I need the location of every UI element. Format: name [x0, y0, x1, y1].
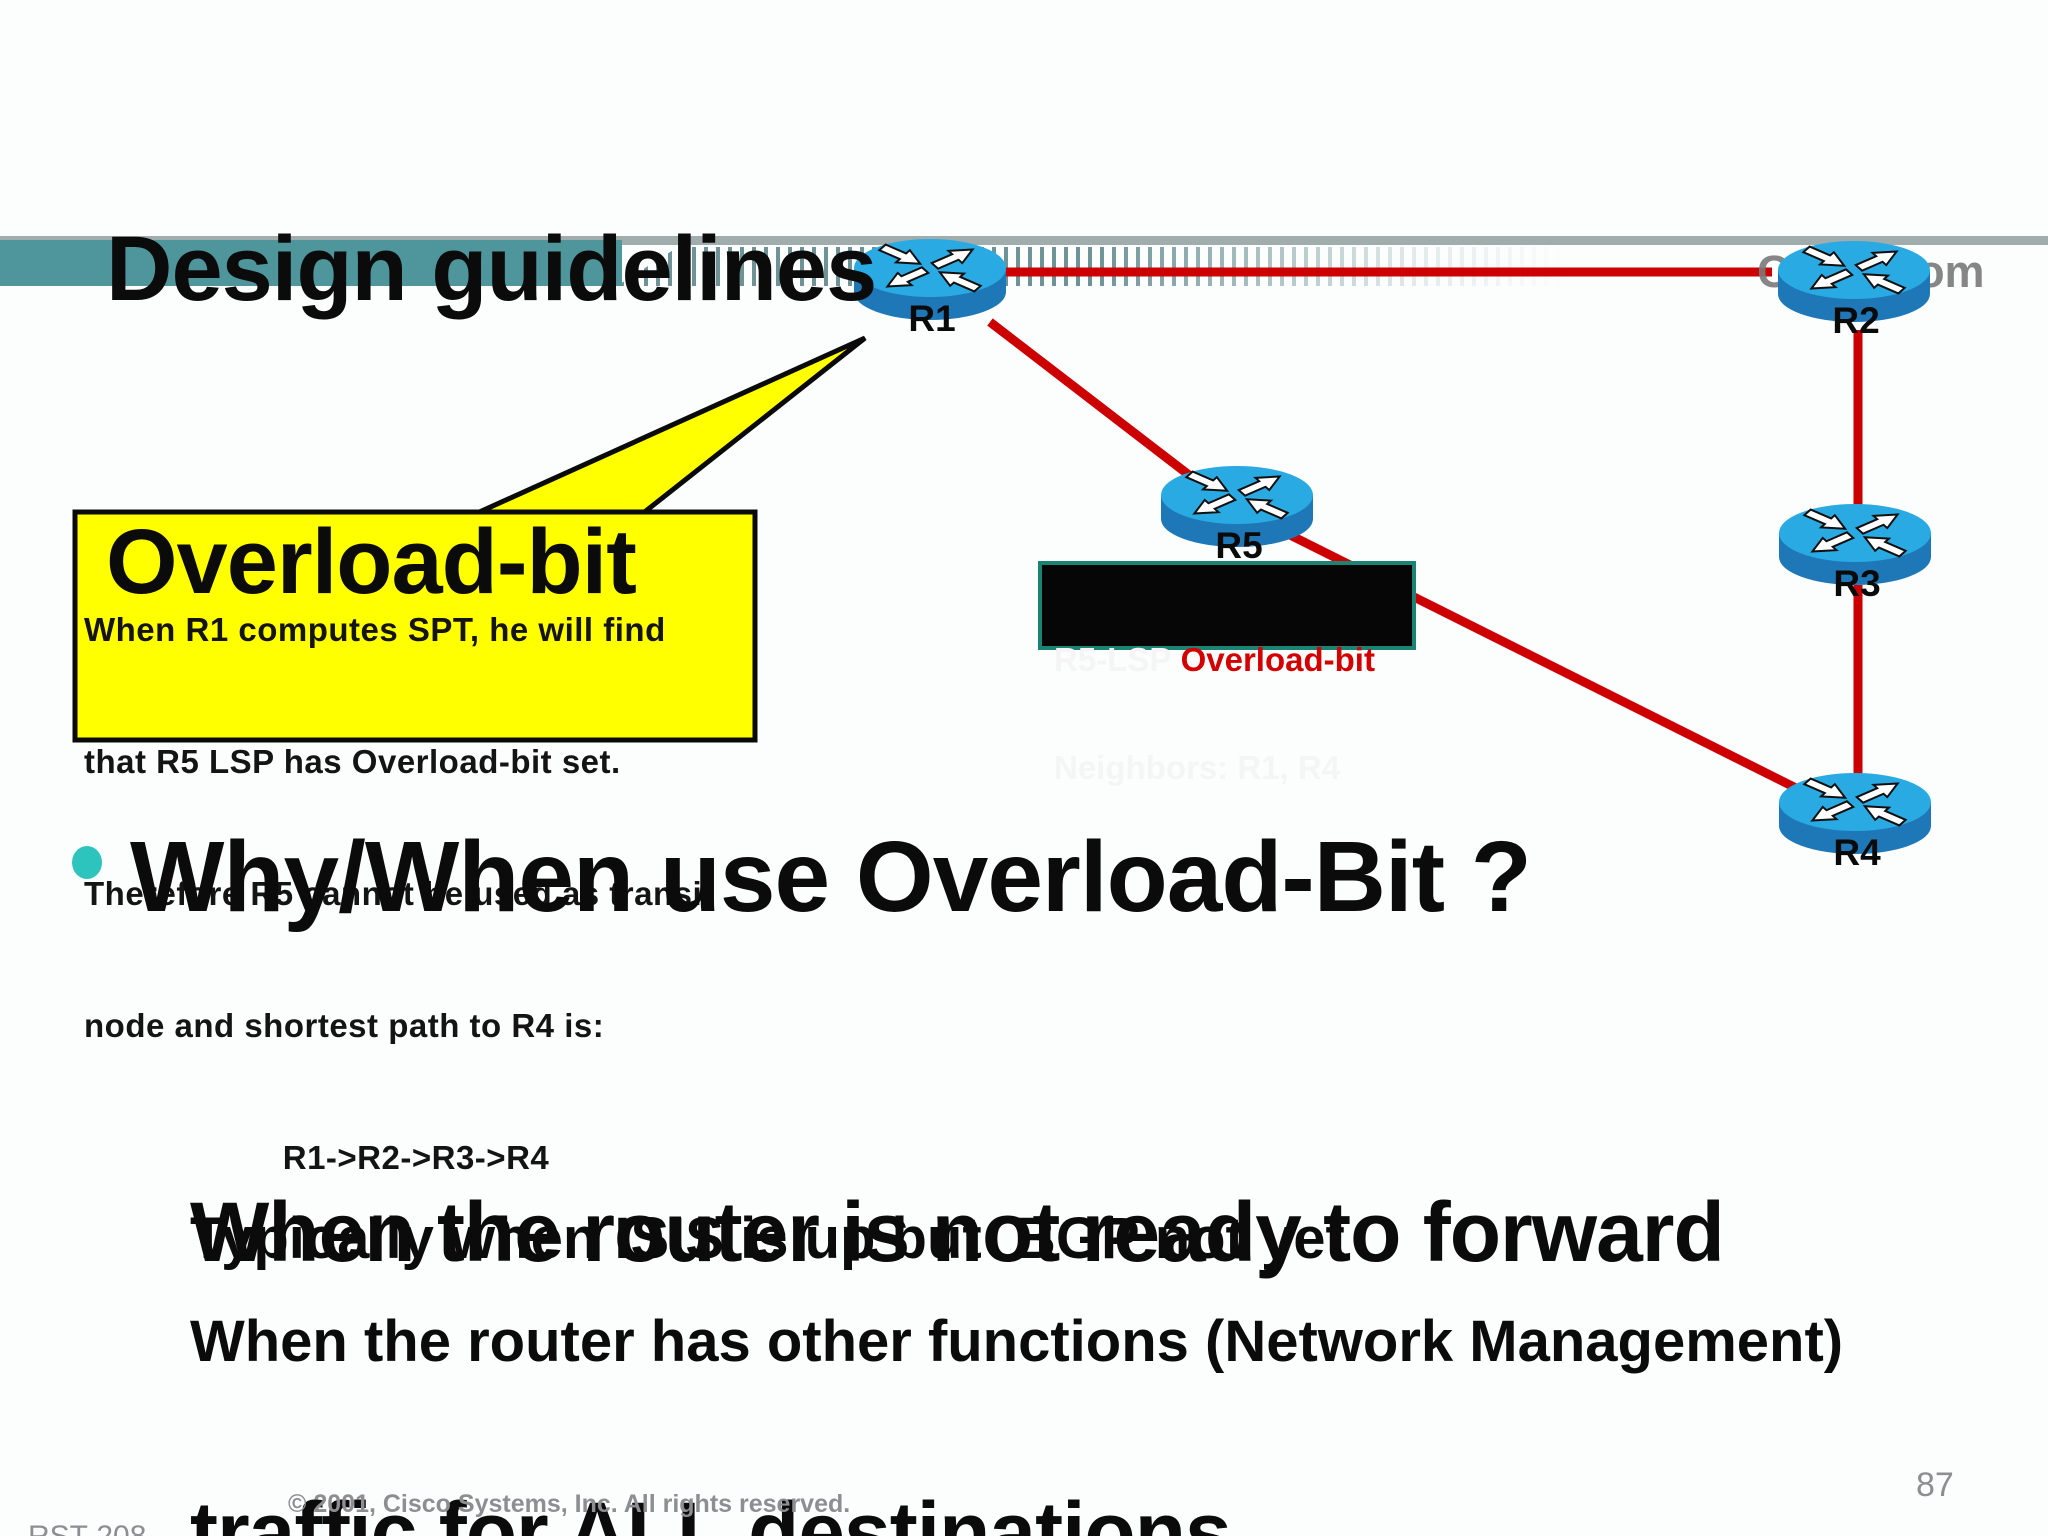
router-label-r3: R3: [1833, 563, 1880, 604]
callout-text: When R1 computes SPT, he will find that …: [84, 520, 748, 1268]
callout-line: node and shortest path to R4 is:: [84, 1007, 605, 1044]
callout-box: [72, 509, 758, 743]
router-label-r1: R1: [908, 298, 955, 339]
bullet-sub3: When the router has other functions (Net…: [190, 1309, 1844, 1374]
router-label-r5: R5: [1215, 525, 1262, 566]
bullet-icon: [72, 846, 102, 879]
page-number: 87: [1916, 1466, 1954, 1504]
title-line-2: Overload-bit: [106, 510, 637, 613]
bullet-sub1: When the router is not ready to forward …: [190, 982, 1725, 1536]
header-band-solid: [0, 240, 622, 286]
bullet-heading: Why/When use Overload-Bit ?: [130, 821, 1532, 933]
page-title: Design guidelines Overload-bit: [106, 26, 877, 806]
callout-path-line: R1->R2->R3->R4: [282, 1139, 550, 1176]
bullet-sub1-line2: traffic for ALL destinations: [190, 1485, 1232, 1536]
header-band-topline: [0, 236, 2048, 245]
callout-line: Therefore R5 cannot be used as transit: [84, 875, 714, 912]
footer-ids: RST-208 3010_05_2001_c1: [28, 1444, 277, 1536]
lsp-line-2: Neighbors: R1, R4: [1054, 749, 1341, 786]
link-r1-r5: [987, 318, 1218, 499]
callout-line: that R5 LSP has Overload-bit set.: [84, 743, 621, 780]
footer-session-id: RST-208: [28, 1518, 277, 1536]
bullet-sub2: Typically when ISIS is up but BGP not ye…: [190, 1206, 1345, 1271]
lsp-overload-highlight: Overload-bit: [1180, 641, 1375, 678]
bullet-sub1-line1: When the router is not ready to forward: [190, 1185, 1725, 1279]
lsp-prefix: R5-LSP: [1054, 641, 1172, 678]
router-label-r2: R2: [1832, 300, 1879, 341]
callout-line: When R1 computes SPT, he will find: [84, 611, 666, 648]
router-label-r4: R4: [1833, 832, 1881, 873]
footer-copyright: © 2001, Cisco Systems, Inc. All rights r…: [288, 1490, 851, 1518]
title-line-1: Design guidelines: [106, 218, 877, 321]
header-band-fade: [620, 247, 1565, 286]
